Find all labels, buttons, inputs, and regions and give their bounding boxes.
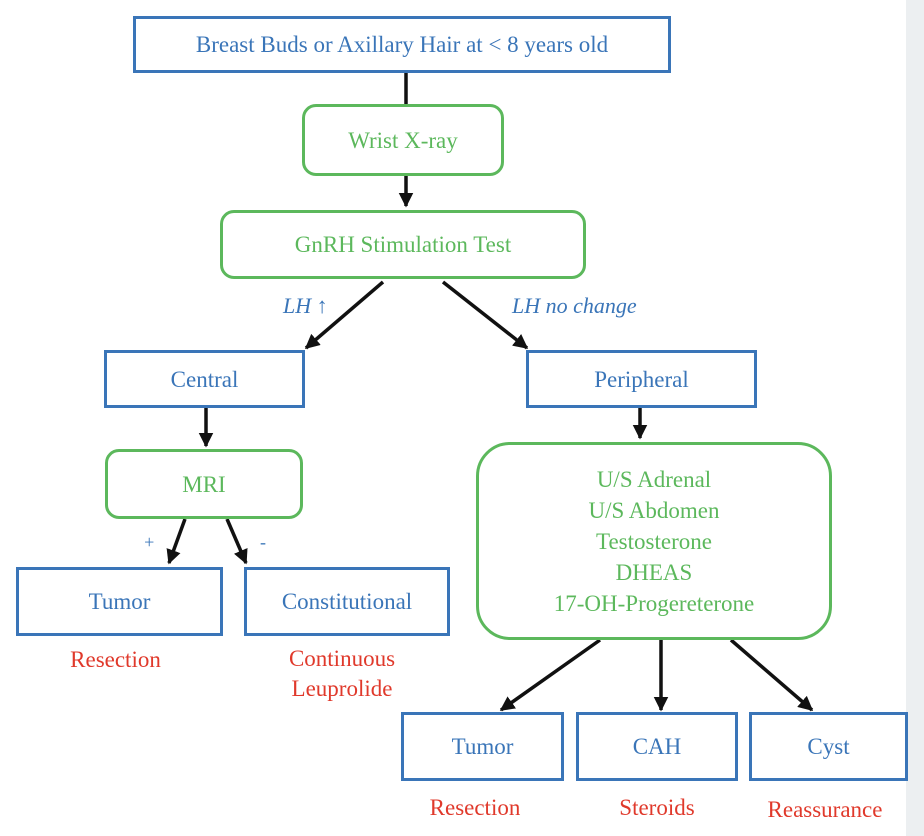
arrow-gnrh-to-central: [304, 280, 385, 350]
lh-no-change-label: LH no change: [512, 293, 637, 318]
arrow-mri-to-tumor: [166, 518, 187, 565]
cah-text: CAH: [632, 734, 682, 759]
gnrh-test-box: GnRH Stimulation Test: [220, 210, 586, 279]
arrow-workup-to-cyst: [729, 638, 814, 712]
start-box: Breast Buds or Axillary Hair at < 8 year…: [133, 16, 671, 73]
tumor-left-text: Tumor: [88, 589, 151, 614]
leuprolide-line: Leuprolide: [291, 676, 393, 701]
workup-box: U/S Adrenal U/S Abdomen Testosterone DHE…: [476, 442, 832, 640]
cah-box: CAH: [576, 712, 738, 781]
constitutional-text: Constitutional: [281, 589, 413, 614]
resection-left-label: Resection: [70, 647, 161, 672]
leuprolide-label: Continuous Leuprolide: [257, 644, 427, 704]
start-text: Breast Buds or Axillary Hair at < 8 year…: [195, 32, 609, 57]
resection-right-label: Resection: [429, 795, 521, 820]
tumor-right-box: Tumor: [401, 712, 564, 781]
workup-item: Testosterone: [596, 528, 712, 554]
arrow-workup-to-tumor: [499, 638, 602, 712]
mri-negative-sign: -: [260, 532, 266, 552]
gnrh-test-text: GnRH Stimulation Test: [294, 232, 512, 257]
constitutional-box: Constitutional: [244, 567, 450, 636]
mri-text: MRI: [182, 471, 226, 497]
workup-item: U/S Abdomen: [588, 497, 720, 523]
cyst-box: Cyst: [749, 712, 908, 781]
central-box: Central: [104, 350, 305, 408]
central-text: Central: [170, 366, 239, 392]
steroids-label: Steroids: [619, 795, 695, 820]
peripheral-box: Peripheral: [526, 350, 757, 408]
workup-item: 17-OH-Progereterone: [553, 590, 755, 616]
mri-positive-sign: +: [143, 532, 156, 552]
arrow-gnrh-to-peripheral: [441, 280, 529, 350]
reassurance-label: Reassurance: [767, 797, 883, 822]
cyst-text: Cyst: [807, 734, 850, 759]
wrist-xray-text: Wrist X-ray: [348, 127, 458, 153]
tumor-right-text: Tumor: [451, 734, 514, 759]
workup-item: U/S Adrenal: [596, 466, 712, 492]
tumor-left-box: Tumor: [16, 567, 223, 636]
arrow-mri-to-constitutional: [225, 518, 248, 565]
right-margin-strip: [906, 0, 924, 836]
workup-item: DHEAS: [615, 559, 693, 585]
lh-up-label: LH ↑: [283, 293, 328, 318]
mri-box: MRI: [105, 449, 303, 519]
wrist-xray-box: Wrist X-ray: [302, 104, 504, 176]
peripheral-text: Peripheral: [594, 366, 689, 392]
leuprolide-line: Continuous: [288, 646, 396, 671]
